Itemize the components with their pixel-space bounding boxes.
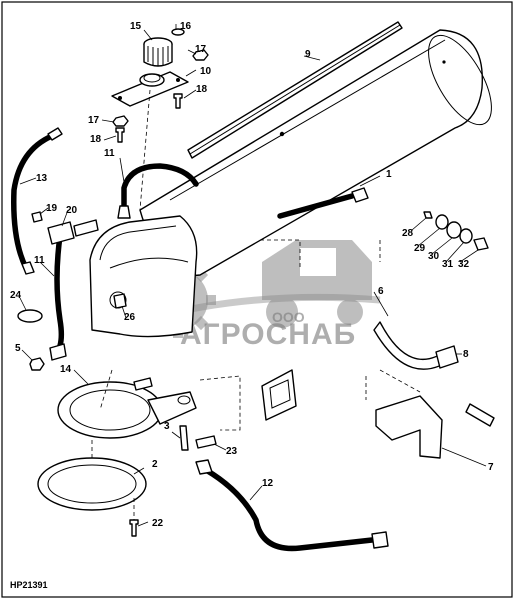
- fitting-12-right: [371, 531, 389, 549]
- fitting-13-top: [47, 127, 63, 141]
- part-19-bolt: [31, 211, 43, 223]
- tube-hose: [277, 193, 355, 219]
- callout-8: 8: [463, 349, 469, 360]
- callout-11-upper: 11: [104, 148, 115, 159]
- callout-9: 9: [305, 49, 311, 60]
- part-8-bracket: [435, 345, 459, 369]
- watermark-prefix: ООО: [272, 309, 305, 325]
- callout-28: 28: [402, 228, 414, 239]
- callout-19: 19: [46, 203, 58, 214]
- part-18-bolt-upper: [173, 93, 183, 109]
- callout-22: 22: [152, 518, 164, 529]
- part-17-nut-upper: [192, 49, 209, 61]
- callout-5: 5: [15, 343, 21, 354]
- callout-29: 29: [414, 243, 426, 254]
- part-11-hose-upper: [121, 163, 199, 213]
- washer-stack: [423, 211, 489, 251]
- callout-18-lower: 18: [90, 134, 102, 145]
- callout-15: 15: [130, 21, 142, 32]
- watermark-combine-icon: [262, 240, 372, 328]
- callout-23: 23: [226, 446, 238, 457]
- watermark-name: АГРОСНАБ: [180, 318, 356, 351]
- part-11-hose-lower: [53, 233, 65, 357]
- part-26-plug: [113, 293, 127, 309]
- callout-30: 30: [428, 251, 440, 262]
- callout-1: 1: [386, 169, 392, 180]
- callouts: 1 2 3 5 6 7 8 9 10 11 11 12 13 14 15 16 …: [10, 21, 494, 529]
- part-31-washer: [459, 228, 473, 244]
- part-2-gasket: [37, 457, 147, 511]
- fitting-12-left: [195, 459, 213, 475]
- callout-11-lower: 11: [34, 255, 45, 266]
- part-15-cap: [143, 37, 173, 67]
- part-3-pin: [179, 425, 189, 451]
- callout-2: 2: [152, 459, 158, 470]
- part-12-hose: [203, 467, 375, 552]
- part-10-filler-neck: [111, 71, 189, 107]
- part-17-nut-lower: [112, 115, 129, 127]
- part-23-hardware: [195, 435, 217, 449]
- callout-24: 24: [10, 290, 22, 301]
- callout-17-upper: 17: [195, 44, 207, 55]
- part-7-support: [375, 395, 495, 459]
- part-24-clamp: [17, 309, 43, 323]
- part-18-bolt-lower: [115, 127, 125, 143]
- callout-32: 32: [458, 259, 470, 270]
- part-32-bolt: [473, 237, 489, 251]
- part-5-nut: [29, 357, 45, 371]
- part-20-fitting: [73, 219, 99, 237]
- part-29-washer: [435, 214, 449, 230]
- part-22-bolt: [129, 519, 139, 537]
- part-28-washer: [423, 211, 433, 219]
- part-13-hose: [11, 133, 55, 271]
- fitting-tube: [351, 187, 369, 203]
- callout-17-lower: 17: [88, 115, 100, 126]
- mount-plate: [261, 369, 297, 421]
- assembly-dashes: [91, 239, 421, 520]
- leader-dash-neck: [139, 89, 151, 211]
- callout-26: 26: [124, 312, 136, 323]
- callout-14: 14: [60, 364, 72, 375]
- fitting-11-upper: [117, 205, 131, 219]
- callout-6: 6: [378, 286, 384, 297]
- callout-20: 20: [66, 205, 78, 216]
- fitting-11-lower: [49, 343, 67, 361]
- part-16-o-ring: [171, 28, 185, 36]
- callout-13: 13: [36, 173, 48, 184]
- part-20-bracket: [47, 221, 75, 245]
- leader-lines: [19, 24, 487, 527]
- callout-7: 7: [488, 462, 494, 473]
- callout-16: 16: [180, 21, 192, 32]
- part-30-washer: [446, 221, 462, 239]
- fitting-13-bottom: [21, 261, 35, 275]
- callout-18-upper: 18: [196, 84, 208, 95]
- callout-3: 3: [164, 421, 170, 432]
- figure-code: HP21391: [10, 580, 48, 590]
- tank-end-housing: [89, 215, 198, 338]
- part-14-sender-flange: [57, 377, 197, 439]
- callout-12: 12: [262, 478, 274, 489]
- callout-31: 31: [442, 259, 454, 270]
- callout-10: 10: [200, 66, 212, 77]
